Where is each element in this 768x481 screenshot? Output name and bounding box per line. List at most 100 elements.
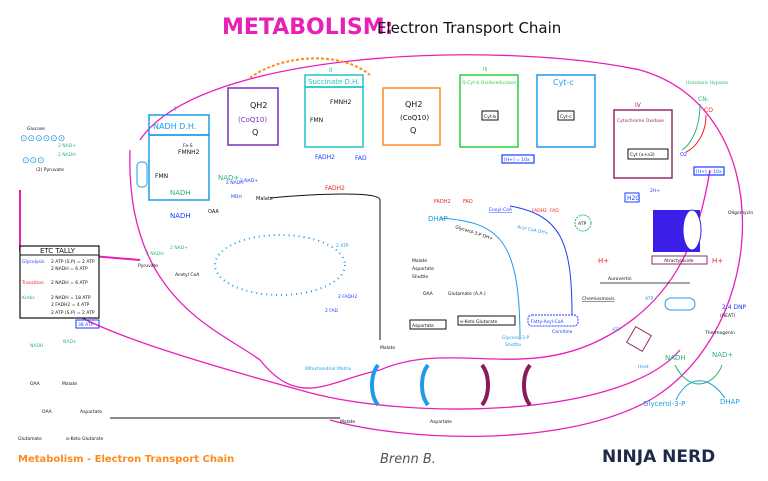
shuttle-title-3: Shuttle	[412, 274, 428, 280]
krebs-nadh: 2 NADH	[146, 251, 164, 257]
complex-3-name: Q-Cyt-b Oxidoreductase	[462, 80, 516, 86]
cyt-c-box	[536, 74, 596, 148]
beta-fadh2: FADH2	[532, 208, 547, 214]
signature: Brenn B.	[380, 452, 436, 467]
cn-label: CN-	[698, 96, 709, 103]
tally-line: 2 FADH2 = 4 ATP	[51, 302, 90, 308]
complex-3-box	[459, 74, 519, 148]
membrane-lower	[35, 254, 681, 410]
qh2-label: QH2	[250, 101, 267, 110]
g3p-fad: FAD	[463, 199, 473, 205]
dnp-label: 2,4 DNP	[722, 304, 747, 311]
enoyl-coa: Enoyl-CoA	[489, 207, 513, 213]
atp-label-3: ATP	[612, 327, 620, 333]
cyto-nad: NAD+	[63, 339, 77, 345]
pyruvate-carbons: ⊙⊙⊙	[22, 156, 45, 166]
coq-2-label: (CoQ10)	[400, 114, 429, 122]
shuttle-aspartate: Aspartate	[412, 323, 434, 329]
fatty-acyl-coa: Fatty-Acyl-CoA	[531, 319, 564, 325]
etc-tally: ETC TALLY Glycolysis 2 ATP (S.P) = 2 ATP…	[19, 245, 100, 329]
cyto-malate: Malate	[62, 381, 77, 387]
complex-2-numeral: II	[329, 67, 333, 74]
footer-title: Metabolism - Electron Transport Chain	[18, 454, 234, 465]
atp-synthase-rotor	[682, 209, 702, 251]
aspartate-box	[409, 319, 447, 330]
complex-4-numeral: IV	[635, 102, 642, 109]
g3p-label: Glycerol-3-P	[502, 335, 530, 341]
acyl-dh-label: Acyl CoA DH+	[517, 224, 550, 237]
fmnh2-2-label: FMNH2	[330, 99, 352, 106]
atp-burst	[574, 214, 592, 232]
complex-1-numeral: I	[174, 105, 176, 113]
malate-bottom: Malate	[340, 419, 355, 425]
thermo-dhap-arrow	[675, 380, 726, 401]
cyto-aspartate: Aspartate	[80, 409, 102, 415]
g3p-shuttle-label: Shuttle	[505, 342, 521, 348]
cyto-oaa: OAA	[30, 381, 41, 387]
q-label: Q	[252, 128, 258, 137]
atractyloside-box	[651, 255, 708, 265]
complex-4-box	[613, 109, 673, 179]
glyc-nadh-label: 2 NADH	[58, 152, 76, 158]
h2o-label: H2O	[627, 195, 640, 202]
h2o-box	[624, 192, 640, 203]
krebs-pyruvate: Pyruvate	[138, 263, 158, 269]
cyto-glutamate: Glutamate	[18, 436, 42, 442]
cyt-aa3-box	[627, 148, 669, 160]
krebs-nad: 2 NAD+	[170, 245, 188, 251]
complex-1-name: NADH D.H.	[153, 122, 196, 131]
ratio-label-2: [H+] = 10x	[696, 169, 722, 175]
q-2-label: Q	[410, 126, 416, 135]
g3p-arrow	[439, 217, 521, 341]
aspartate-bottom: Aspartate	[430, 419, 452, 425]
tally-line: 2 NADH = 6 ATP	[51, 280, 88, 286]
cyto-akg: α-Keto Glutarate	[66, 436, 104, 442]
thermo-dhap-label: DHAP	[720, 398, 740, 406]
coq-box-1	[227, 87, 279, 146]
transporter-4	[522, 363, 532, 407]
cyt-c-inner-box	[557, 110, 575, 121]
thermo-nadh-label: NADH	[665, 354, 686, 362]
cn-arrow	[681, 103, 701, 151]
uncoupler-channel	[664, 297, 696, 311]
qh2-2-label: QH2	[405, 100, 422, 109]
co-arrow	[685, 114, 707, 153]
tally-glycolysis-label: Glycolysis	[22, 259, 45, 265]
thermogenin-label: Thermogenin	[704, 330, 735, 336]
co-label: CO	[704, 107, 713, 114]
g3p-dhap: DHAP	[428, 215, 448, 223]
malate-path	[269, 193, 381, 340]
fad-label: FAD	[355, 155, 367, 162]
thermo-g3p-label: Glycerol-3-P	[643, 400, 685, 408]
h-left-label: H+	[598, 257, 609, 265]
nad-label: NAD+	[218, 174, 239, 182]
complex-2-box	[304, 86, 364, 148]
transporter-1	[370, 363, 380, 407]
cyto-oaa-2: OAA	[42, 409, 53, 415]
title-main: METABOLISM:	[222, 15, 393, 40]
fadh2-label: FADH2	[315, 154, 335, 161]
glyc-nad-label: 2 NAD+	[58, 143, 76, 149]
mdh-nadh: 2 NADH	[226, 180, 244, 186]
atractyloside-label: Atractyloside	[664, 258, 694, 264]
cyt-b-box	[481, 110, 499, 121]
proton-pump-1	[136, 161, 148, 188]
tally-line: 2 NADH = 18 ATP	[51, 295, 91, 301]
oaa-top: OAA	[208, 209, 219, 215]
fmnh2-label: FMNH2	[178, 149, 200, 156]
malate-top: Malate	[256, 196, 273, 202]
glucose-label: Glucose	[27, 126, 45, 132]
complex-2-name: Succinate D.H.	[308, 78, 360, 86]
g3p-fadh2: FADH2	[434, 199, 451, 205]
cyt-aa3-label: Cyt (a+a3)	[630, 152, 655, 158]
fmn-2-label: FMN	[310, 117, 323, 124]
complex-1-box	[148, 134, 210, 201]
tally-title: ETC TALLY	[40, 247, 76, 255]
krebs-atp: 2 ATP	[336, 243, 349, 249]
ratio-box-1	[501, 154, 535, 164]
ninja-nerd-logo: NINJA NERD	[602, 447, 715, 467]
fes-label: Fe-S	[183, 143, 193, 149]
coq-label: (CoQ10)	[238, 116, 267, 124]
ratio-label-1: [H+] = 10x	[504, 157, 530, 163]
